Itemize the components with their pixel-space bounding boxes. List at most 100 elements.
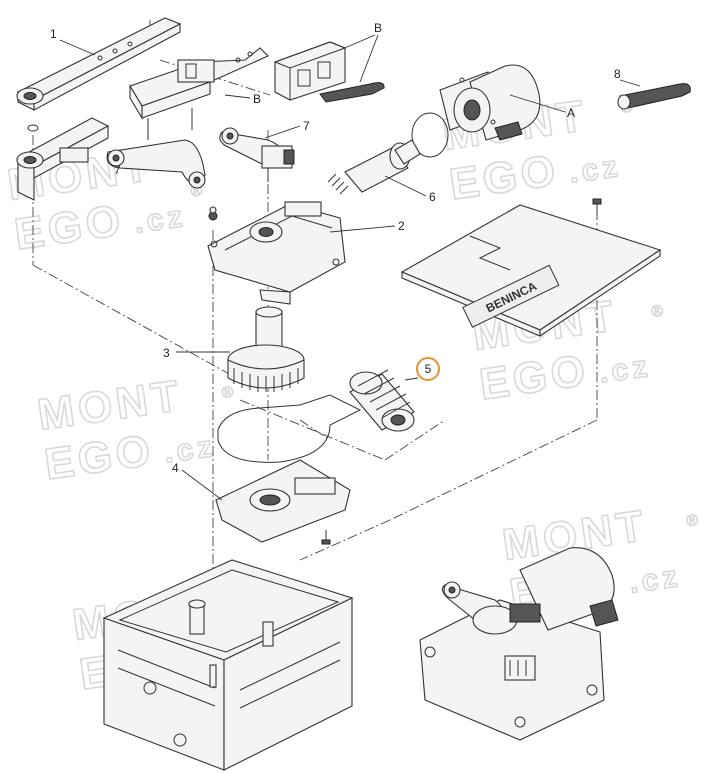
leader-4 bbox=[181, 469, 223, 501]
part-1-arm-lower bbox=[16, 117, 110, 201]
axis-cover-to-box bbox=[299, 519, 391, 561]
base-box-knockout bbox=[143, 681, 157, 695]
motor-connector bbox=[494, 121, 523, 141]
watermark-reg-mark: ® bbox=[221, 384, 235, 403]
label-8: 8 bbox=[614, 67, 621, 81]
watermark-cz-text: .cz bbox=[132, 200, 188, 240]
assembled-unit bbox=[419, 547, 619, 741]
assembled-connector bbox=[589, 599, 619, 627]
base-box-rib bbox=[117, 649, 216, 689]
axis-cover-diagonal bbox=[389, 419, 598, 521]
arm-front-face bbox=[33, 23, 181, 111]
label-2: 2 bbox=[398, 219, 405, 233]
gearbox-washer bbox=[209, 206, 217, 214]
housing-window bbox=[297, 69, 311, 87]
center-link-hole bbox=[226, 132, 234, 140]
watermark-cz-text: .cz bbox=[597, 350, 653, 390]
part-b-release-housing bbox=[273, 41, 385, 103]
part-1-arm-upper bbox=[16, 17, 182, 132]
washer bbox=[27, 124, 39, 132]
bracket-hole bbox=[235, 57, 241, 63]
axis-arm-diagonal bbox=[32, 264, 241, 381]
watermark-cz-text: .cz bbox=[627, 560, 683, 600]
cover-plate: BENINCA bbox=[400, 198, 662, 338]
gearbox-cover-hole bbox=[258, 227, 274, 237]
leader-b1 bbox=[224, 94, 251, 99]
gear-teeth bbox=[233, 368, 299, 392]
label-a: A bbox=[567, 106, 575, 120]
assembled-arm-hole bbox=[448, 586, 456, 594]
arm-hole bbox=[97, 55, 103, 61]
worm-gear-threads bbox=[357, 369, 411, 419]
gasket-outline bbox=[217, 394, 362, 463]
highlight-circle bbox=[416, 357, 440, 381]
base-box-knockout bbox=[173, 733, 187, 747]
base-box-post-top bbox=[188, 599, 206, 609]
cover-screw-head bbox=[592, 198, 602, 205]
base-box-front-right bbox=[223, 597, 353, 771]
watermark-cz-text: .cz bbox=[567, 150, 623, 190]
motor-gasket bbox=[411, 112, 449, 158]
label-5: 5 bbox=[425, 362, 432, 376]
callout-labels: 1 B B 8 A 7 7 6 2 3 4 5 bbox=[50, 21, 621, 475]
gasket bbox=[217, 394, 362, 463]
link-hole bbox=[112, 154, 120, 162]
base-box-stud bbox=[262, 621, 274, 647]
leader-a bbox=[509, 94, 566, 113]
cover-plate-notch bbox=[469, 235, 511, 271]
worm-spring bbox=[327, 173, 349, 195]
watermark-mid-left: MONT EGO .cz ® bbox=[34, 370, 236, 490]
worm-gear-bore bbox=[390, 414, 406, 426]
part-2-gearbox-cover bbox=[207, 201, 346, 305]
base-box-rib bbox=[117, 667, 216, 707]
release-key bbox=[319, 82, 385, 103]
axis-gasket-link-2 bbox=[384, 419, 446, 461]
gearbox-cover-foot bbox=[259, 289, 291, 305]
label-7-left: 7 bbox=[114, 163, 121, 177]
label-6: 6 bbox=[429, 190, 436, 204]
gearbox-cover-mount bbox=[210, 240, 218, 248]
leader-8 bbox=[619, 79, 641, 87]
part-7-link-center bbox=[219, 127, 295, 182]
axis-gasket-link bbox=[239, 399, 386, 461]
base-plate-screw-head bbox=[321, 539, 331, 545]
arm-hub-hole bbox=[23, 92, 37, 100]
label-b2: B bbox=[374, 21, 382, 35]
key-end bbox=[617, 94, 631, 110]
part-5-worm-gear bbox=[349, 369, 415, 432]
label-b1: B bbox=[253, 92, 261, 106]
part-7-link-left bbox=[106, 139, 206, 189]
assembled-mount bbox=[424, 646, 436, 658]
link-hole bbox=[193, 176, 201, 184]
label-4: 4 bbox=[172, 461, 179, 475]
flange-hole bbox=[490, 119, 496, 125]
arm-hole bbox=[127, 41, 133, 47]
worm-bearing bbox=[394, 139, 421, 165]
axis-gasket-link-3 bbox=[299, 419, 331, 441]
base-box-rib bbox=[239, 659, 341, 709]
watermark-reg-mark: ® bbox=[650, 302, 664, 321]
motor-shaft-hole bbox=[463, 99, 481, 121]
label-1: 1 bbox=[50, 27, 57, 41]
base-box-stud bbox=[209, 664, 217, 688]
label-7-center: 7 bbox=[303, 119, 310, 133]
part-4-base-plate bbox=[215, 459, 351, 545]
base-plate-block bbox=[294, 477, 336, 495]
lower-arm-block bbox=[59, 147, 89, 163]
key-handle bbox=[619, 83, 691, 109]
part-b-bracket bbox=[129, 47, 269, 140]
center-link-clamp-dark bbox=[283, 149, 295, 165]
leader-1 bbox=[59, 39, 96, 56]
cover-plate-top bbox=[400, 204, 662, 331]
leader-5 bbox=[404, 377, 419, 381]
bracket-hole bbox=[247, 51, 253, 57]
assembled-clamp bbox=[509, 603, 541, 623]
gearbox-cover-mount bbox=[332, 258, 340, 266]
arm-hole bbox=[112, 48, 118, 54]
lower-arm-hub-hole bbox=[23, 156, 37, 164]
watermark-cz-text: .cz bbox=[162, 430, 218, 470]
leader-b2b bbox=[359, 34, 379, 83]
bracket-front bbox=[141, 81, 211, 119]
